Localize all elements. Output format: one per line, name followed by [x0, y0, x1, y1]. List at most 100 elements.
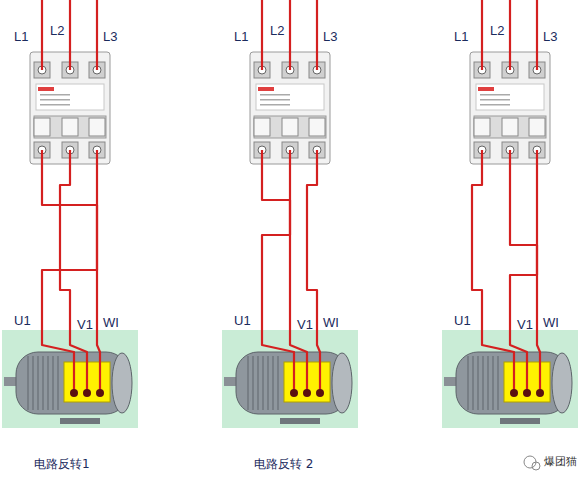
- motor-wire: [262, 150, 307, 393]
- supply-wire: [481, 0, 483, 70]
- motor-fin: [482, 356, 484, 410]
- breaker-logo: [478, 87, 494, 91]
- motor-fin: [272, 356, 274, 410]
- motor-fin: [472, 356, 474, 410]
- phase-label: L2: [490, 24, 504, 37]
- terminal-label: WI: [103, 316, 119, 329]
- motor-fin: [277, 356, 279, 410]
- nameplate-print: [260, 99, 290, 101]
- phase-label: L1: [14, 30, 28, 43]
- motor-fin: [477, 356, 479, 410]
- motor-fin: [487, 356, 489, 410]
- motor-wire: [42, 150, 100, 393]
- breaker-toggle: [309, 118, 325, 136]
- supply-wire: [96, 0, 98, 70]
- phase-label: L3: [323, 30, 337, 43]
- motor-end-cap: [552, 353, 572, 413]
- phase-label: L2: [270, 24, 284, 37]
- motor-fin: [257, 356, 259, 410]
- motor-fin: [252, 356, 254, 410]
- phase-label: L1: [234, 30, 248, 43]
- motor-terminal: [96, 389, 104, 397]
- terminal-label: U1: [14, 314, 31, 327]
- motor-terminal: [510, 389, 518, 397]
- motor-terminal: [303, 389, 311, 397]
- motor-end-cap: [112, 353, 132, 413]
- nameplate-print: [260, 104, 290, 106]
- breaker-toggle: [502, 118, 518, 136]
- motor-fin: [467, 356, 469, 410]
- breaker-toggle-bank: [34, 116, 106, 138]
- motor-terminal: [290, 389, 298, 397]
- panel-illustration: [2, 0, 138, 428]
- motor-body: [16, 352, 128, 414]
- motor-wire: [307, 150, 320, 393]
- nameplate-print: [480, 94, 510, 96]
- motor-foot: [60, 418, 100, 424]
- panel-illustration: [442, 0, 578, 428]
- breaker-toggle: [89, 118, 105, 136]
- caption-text: 电路反转 2: [254, 458, 313, 470]
- motor-fin: [247, 356, 249, 410]
- motor-fin: [497, 356, 499, 410]
- breaker-toggle: [282, 118, 298, 136]
- nameplate-print: [40, 104, 70, 106]
- motor-fin: [57, 356, 59, 410]
- motor-end-cap: [332, 353, 352, 413]
- phase-label: L3: [103, 30, 117, 43]
- motor-wire: [42, 150, 97, 393]
- breaker-nameplate: [476, 84, 544, 110]
- motor-terminal: [523, 389, 531, 397]
- supply-wire: [289, 0, 291, 70]
- motor-fin: [27, 356, 29, 410]
- breaker-nameplate: [256, 84, 324, 110]
- breaker-toggle-bank: [474, 116, 546, 138]
- nameplate-print: [480, 99, 510, 101]
- terminal-label: U1: [454, 314, 471, 327]
- motor-fin: [492, 356, 494, 410]
- nameplate-print: [480, 104, 510, 106]
- supply-wire: [69, 0, 71, 70]
- nameplate-print: [40, 99, 70, 101]
- phase-label: L1: [454, 30, 468, 43]
- motor-fin: [32, 356, 34, 410]
- nameplate-print: [40, 94, 70, 96]
- watermark-text: 爆团猫: [544, 456, 577, 467]
- breaker-toggle: [62, 118, 78, 136]
- supply-wire: [41, 0, 43, 70]
- phase-label: L2: [50, 24, 64, 37]
- motor-terminal: [83, 389, 91, 397]
- motor-foot: [500, 418, 540, 424]
- breaker-logo: [258, 87, 274, 91]
- breaker-toggle-bank: [254, 116, 326, 138]
- terminal-label: U1: [234, 314, 251, 327]
- breaker-toggle: [474, 118, 490, 136]
- supply-wire: [536, 0, 538, 70]
- panel-illustration: [222, 0, 358, 428]
- motor-wire: [510, 150, 540, 393]
- motor-wire: [262, 150, 294, 393]
- terminal-label: V1: [297, 318, 313, 331]
- breaker-toggle: [529, 118, 545, 136]
- motor-body: [456, 352, 568, 414]
- motor-fin: [267, 356, 269, 410]
- breaker-toggle: [34, 118, 50, 136]
- motor-terminal: [316, 389, 324, 397]
- breaker-nameplate: [36, 84, 104, 110]
- motor-fin: [47, 356, 49, 410]
- motor-fin: [37, 356, 39, 410]
- breaker-toggle: [254, 118, 270, 136]
- supply-wire: [261, 0, 263, 70]
- watermark-icon: [532, 462, 540, 470]
- motor-wire: [472, 150, 514, 393]
- motor-fin: [262, 356, 264, 410]
- supply-wire: [509, 0, 511, 70]
- motor-foot: [280, 418, 320, 424]
- caption-text: 电路反转1: [34, 458, 90, 470]
- phase-label: L3: [543, 30, 557, 43]
- breaker-logo: [38, 87, 54, 91]
- motor-fin: [52, 356, 54, 410]
- terminal-label: WI: [543, 316, 559, 329]
- terminal-label: V1: [77, 318, 93, 331]
